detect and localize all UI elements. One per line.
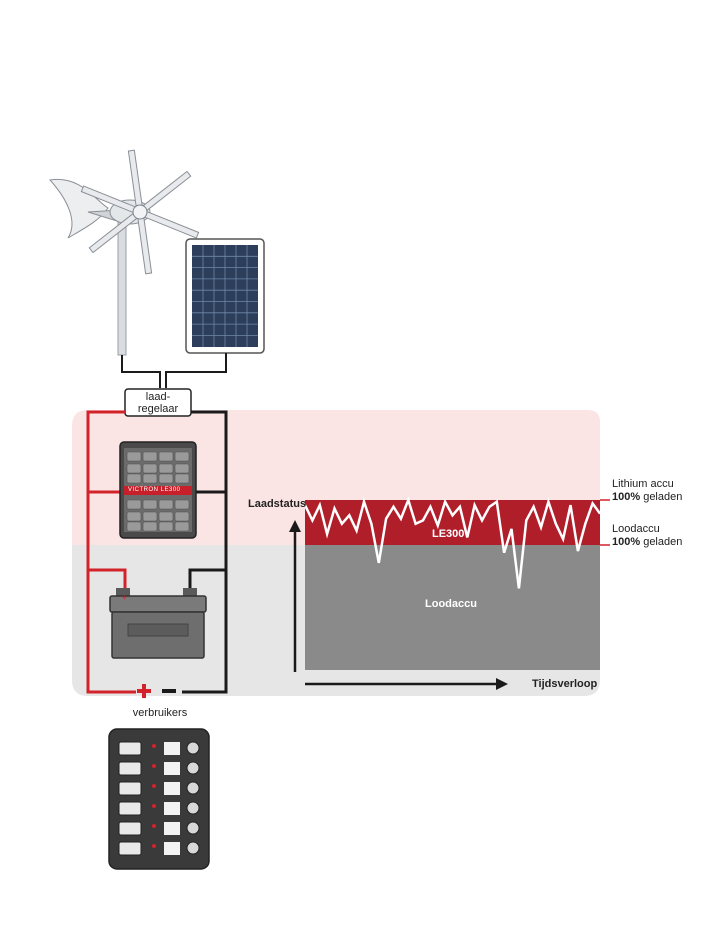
x-axis-arrow: [496, 678, 508, 690]
controller-label-line1: laad-: [145, 391, 171, 403]
wind-turbine-icon: [49, 149, 200, 356]
charge-line: [303, 496, 602, 589]
x-axis-label: Tijdsverloop: [532, 678, 598, 690]
lead-level-line2: 100% geladen: [612, 536, 683, 548]
lithium-level-line2: 100% geladen: [612, 491, 683, 503]
positive-wires: [86, 410, 136, 694]
lithium-battery-icon: [119, 441, 197, 539]
le300-band-label: LE300: [432, 528, 465, 540]
switch-panel-icon: [108, 728, 210, 870]
controller-label-line2: regelaar: [137, 403, 179, 415]
charge-chart: [289, 496, 610, 690]
lead-acid-battery-icon: +: [109, 588, 207, 659]
lead-band: [305, 545, 600, 670]
consumers-label: verbruikers: [132, 707, 188, 719]
y-axis-arrow: [289, 520, 301, 532]
lead-band-label: Loodaccu: [425, 598, 477, 610]
svg-text:+: +: [122, 593, 127, 602]
source-wires: [121, 353, 227, 388]
controller-label: laad- regelaar: [125, 391, 191, 415]
minus-icon: [162, 689, 176, 693]
y-axis-label: Laadstatus: [248, 498, 307, 510]
lithium-level-label: Lithium accu 100% geladen: [612, 478, 682, 504]
lead-level-line1: Loodaccu: [612, 523, 660, 535]
le300-band: [305, 500, 600, 545]
plus-icon: [137, 684, 151, 698]
lead-level-label: Loodaccu 100% geladen: [612, 523, 682, 549]
charge-controller: [124, 388, 192, 417]
negative-wires: [182, 410, 228, 694]
lithium-level-line1: Lithium accu: [612, 478, 674, 490]
battery-brand: VICTRON LE300: [128, 487, 181, 493]
solar-panel-icon: [185, 238, 265, 354]
